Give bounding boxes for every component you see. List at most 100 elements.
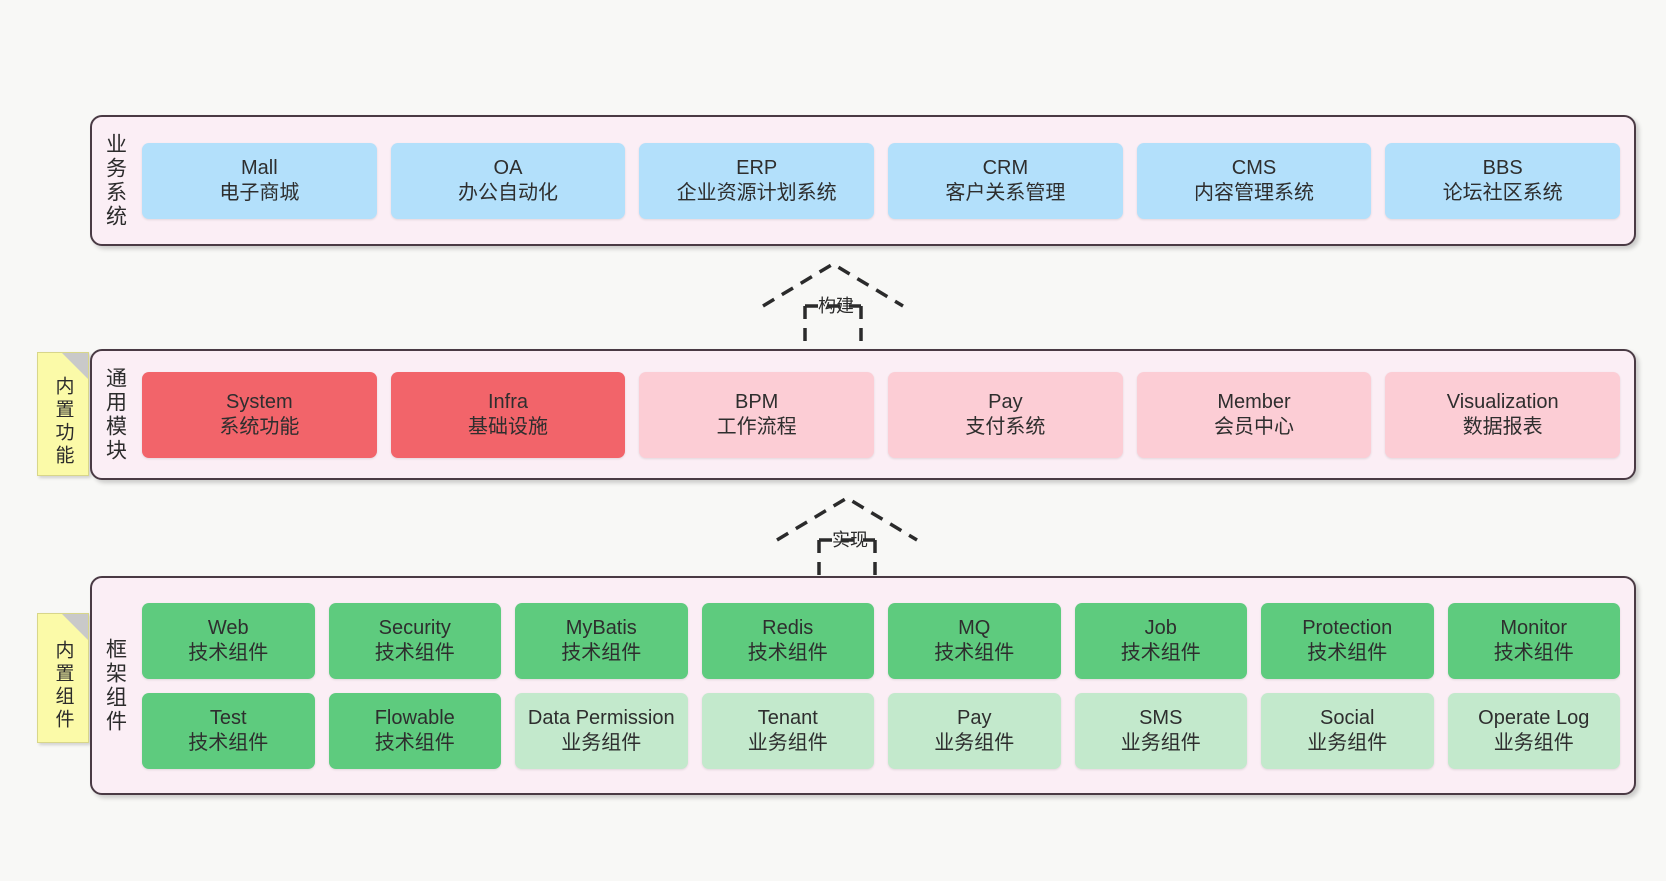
module-box-subtitle: 系统功能 bbox=[219, 415, 300, 438]
module-box-title: Pay bbox=[988, 391, 1023, 414]
module-box-subtitle: 基础设施 bbox=[468, 415, 548, 438]
module-box-title: Data Permission bbox=[527, 707, 675, 730]
module-box-subtitle: 内容管理系统 bbox=[1194, 181, 1315, 204]
module-box-subtitle: 电子商城 bbox=[219, 181, 300, 204]
module-box-subtitle: 论坛社区系统 bbox=[1442, 181, 1563, 204]
module-box-subtitle: 技术组件 bbox=[934, 641, 1015, 664]
module-box-subtitle: 技术组件 bbox=[1120, 641, 1201, 664]
layer-framework-component-title: 框架组件 bbox=[103, 637, 127, 734]
module-box-subtitle: 业务组件 bbox=[934, 731, 1015, 754]
module-box-subtitle: 会员中心 bbox=[1214, 415, 1295, 438]
module-box-title: Flowable bbox=[374, 707, 455, 730]
connector-implement-shape bbox=[776, 495, 918, 578]
module-box-subtitle: 业务组件 bbox=[1307, 731, 1388, 754]
module-box-title: SMS bbox=[1139, 707, 1183, 730]
module-box-subtitle: 技术组件 bbox=[561, 641, 642, 664]
module-box-title: Mall bbox=[241, 157, 278, 180]
connector-build: 构建 bbox=[758, 258, 908, 344]
module-box-title: Security bbox=[378, 617, 451, 640]
module-box-title: Visualization bbox=[1446, 391, 1559, 414]
sticky-note-builtin-component-label: 内置组件 bbox=[52, 640, 74, 732]
layer-common-module-title: 通用模块 bbox=[103, 366, 127, 463]
module-box-title: CRM bbox=[982, 157, 1029, 180]
module-box-title: Pay bbox=[957, 707, 992, 730]
module-box-subtitle: 业务组件 bbox=[747, 731, 828, 754]
module-box-title: Redis bbox=[762, 617, 814, 640]
module-box-subtitle: 技术组件 bbox=[374, 641, 455, 664]
connector-build-shape bbox=[762, 261, 904, 344]
module-box-subtitle: 技术组件 bbox=[747, 641, 828, 664]
module-box-subtitle: 业务组件 bbox=[561, 731, 642, 754]
module-box-title: Monitor bbox=[1500, 617, 1568, 640]
module-box-subtitle: 办公自动化 bbox=[458, 181, 558, 204]
module-box-title: Test bbox=[209, 707, 247, 730]
layer-business-system-title: 业务系统 bbox=[103, 132, 127, 229]
module-box-title: MQ bbox=[958, 617, 991, 640]
module-box-title: OA bbox=[493, 157, 523, 180]
module-box-title: Tenant bbox=[757, 707, 818, 730]
sticky-note-builtin-function-label: 内置功能 bbox=[52, 376, 74, 468]
module-box-title: BBS bbox=[1482, 157, 1523, 180]
page-fold-icon bbox=[62, 614, 88, 640]
module-box-title: Web bbox=[207, 617, 249, 640]
module-box-subtitle: 技术组件 bbox=[188, 641, 269, 664]
module-box-subtitle: 企业资源计划系统 bbox=[676, 181, 837, 204]
page-fold-icon bbox=[62, 353, 88, 379]
module-box-subtitle: 技术组件 bbox=[188, 731, 269, 754]
module-box-subtitle: 业务组件 bbox=[1120, 731, 1201, 754]
module-box-title: Member bbox=[1217, 391, 1291, 414]
connector-implement-label: 实现 bbox=[832, 530, 868, 550]
module-box-subtitle: 工作流程 bbox=[716, 415, 797, 438]
module-box-title: CMS bbox=[1231, 157, 1277, 180]
module-box-subtitle: 数据报表 bbox=[1462, 415, 1543, 438]
module-box-title: Protection bbox=[1302, 617, 1393, 640]
module-box-title: System bbox=[225, 391, 293, 414]
sticky-note-builtin-function: 内置功能 bbox=[37, 352, 89, 476]
module-box-subtitle: 技术组件 bbox=[1493, 641, 1574, 664]
module-box-subtitle: 技术组件 bbox=[374, 731, 455, 754]
sticky-note-builtin-component: 内置组件 bbox=[37, 613, 89, 743]
module-box-subtitle: 业务组件 bbox=[1493, 731, 1574, 754]
module-box-title: BPM bbox=[735, 391, 779, 414]
module-box-subtitle: 支付系统 bbox=[965, 415, 1046, 438]
connector-build-label: 构建 bbox=[818, 296, 854, 316]
module-box-title: Infra bbox=[487, 391, 529, 414]
module-box-title: Social bbox=[1320, 707, 1375, 730]
module-box-title: Operate Log bbox=[1478, 707, 1590, 730]
